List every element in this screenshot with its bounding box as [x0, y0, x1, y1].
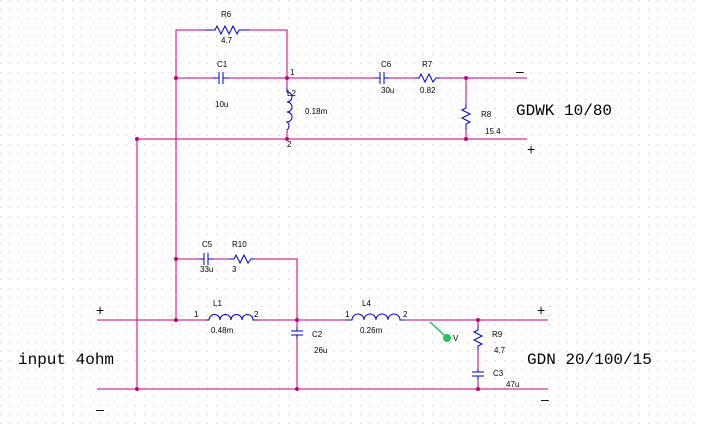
junction-dot [476, 387, 480, 391]
l4-inductor-symbol [345, 313, 405, 321]
l1-pin1: 1 [194, 310, 199, 319]
junctions [135, 76, 480, 391]
tweeter-plus-sign: + [527, 141, 535, 157]
l2-inductor-symbol [285, 88, 293, 131]
junction-dot [174, 318, 178, 322]
l1-name: L1 [213, 299, 222, 308]
junction-dot [476, 318, 480, 322]
junction-dot [464, 137, 468, 141]
tweeter-minus-sign: – [516, 63, 524, 79]
probe-label: V [453, 334, 459, 343]
r10-value: 3 [232, 265, 237, 274]
junction-dot [285, 137, 289, 141]
c1-name: C1 [217, 60, 228, 69]
c2-name: C2 [312, 330, 323, 339]
r9-name: R9 [492, 330, 503, 339]
c3-capacitor-symbol [472, 369, 484, 379]
voltage-probe[interactable]: V [429, 321, 459, 343]
woofer-label: GDN 20/100/15 [527, 351, 652, 369]
r9-resistor-symbol [472, 326, 484, 350]
r9-value: 4.7 [494, 346, 506, 355]
junction-dot [135, 137, 139, 141]
c6-name: C6 [381, 60, 392, 69]
c2-capacitor-symbol [291, 327, 303, 339]
c6-value: 30u [381, 86, 394, 95]
l4-value: 0.26m [360, 326, 383, 335]
woofer-plus-sign: + [537, 302, 545, 318]
junction-dot [174, 257, 178, 261]
r8-name: R8 [481, 110, 492, 119]
component-symbols [199, 24, 484, 379]
r8-resistor-symbol [460, 104, 472, 130]
woofer-minus-sign: – [541, 391, 549, 407]
l2-name: L2 [287, 89, 296, 98]
l1-pin2: 2 [254, 310, 259, 319]
input-plus-sign: + [96, 302, 104, 318]
l4-pin2: 2 [403, 310, 408, 319]
probe-lead [429, 321, 446, 337]
input-minus-sign: – [96, 401, 104, 417]
junction-dot [295, 318, 299, 322]
wires [97, 29, 548, 390]
junction-dot [464, 76, 468, 80]
l1-inductor-symbol [205, 314, 258, 321]
junction-dot [135, 387, 139, 391]
c6-capacitor-symbol [375, 72, 389, 84]
c3-name: C3 [493, 369, 504, 378]
c2-value: 26u [314, 346, 327, 355]
r6-value: 4.7 [221, 36, 233, 45]
r6-resistor-symbol [205, 24, 250, 36]
r7-resistor-symbol [415, 72, 440, 84]
r7-value: 0.82 [420, 86, 436, 95]
l1-value: 0.48m [211, 326, 234, 335]
r8-value: 15.4 [485, 127, 501, 136]
l2-pin2: 2 [287, 140, 292, 149]
c1-capacitor-symbol [213, 72, 229, 84]
l4-name: L4 [362, 299, 371, 308]
r10-resistor-symbol [229, 253, 255, 265]
component-labels: R6 4.7 C1 10u 1 L2 0.18m 2 C6 30u R7 0.8… [194, 10, 519, 389]
l4-pin1: 1 [345, 310, 350, 319]
wire-r10-to-node [255, 258, 298, 320]
r7-name: R7 [422, 60, 433, 69]
c3-value: 47u [506, 380, 519, 389]
l2-pin1: 1 [290, 68, 295, 77]
probe-marker-icon [443, 334, 451, 342]
r6-name: R6 [221, 10, 232, 19]
c1-value: 10u [215, 100, 228, 109]
terminal-labels: – + GDWK 10/80 + input 4ohm – + GDN 20/1… [18, 63, 652, 417]
wire-r6-right [250, 29, 288, 78]
junction-dot [295, 387, 299, 391]
c5-value: 33u [200, 265, 213, 274]
junction-dot [174, 76, 178, 80]
junction-dot [285, 76, 289, 80]
c5-capacitor-symbol [199, 253, 213, 265]
input-label: input 4ohm [18, 351, 114, 369]
wire-r6-left [175, 29, 205, 78]
c5-name: C5 [202, 240, 213, 249]
tweeter-label: GDWK 10/80 [516, 102, 612, 120]
r10-name: R10 [232, 240, 247, 249]
l2-value: 0.18m [305, 107, 328, 116]
